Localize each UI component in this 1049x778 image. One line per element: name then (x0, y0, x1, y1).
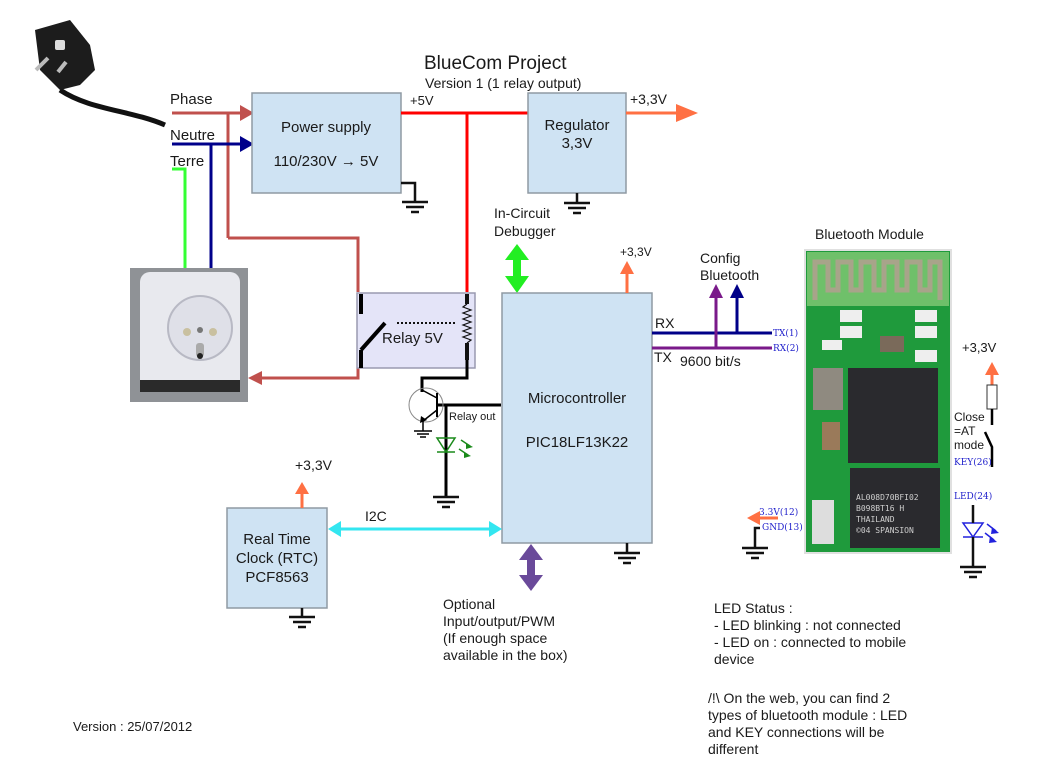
label-neutre: Neutre (170, 127, 215, 144)
psu-ground-icon (401, 181, 428, 214)
rtc-label-3: PCF8563 (245, 569, 308, 586)
5v-rail (401, 111, 528, 292)
relay-name: Relay 5V (382, 330, 443, 347)
debugger-double-arrow-icon (505, 244, 529, 293)
rtc-ground-icon (289, 608, 315, 629)
optional-io-line-4: available in the box) (443, 647, 568, 663)
led-status-line-1: LED Status : (714, 600, 793, 616)
i2c-arrow-right-icon (489, 521, 502, 537)
bt-pin-led: LED(24) (954, 491, 992, 502)
at-mode-switch-icon (983, 409, 994, 467)
bt-led-ground-icon (960, 505, 986, 579)
i2c-label: I2C (365, 508, 387, 524)
label-regulator-out: +3,3V (630, 91, 668, 107)
led-ray-arrow-icon (466, 443, 473, 449)
diagram-subtitle: Version 1 (1 relay output) (425, 75, 581, 91)
rtc-label-1: Real Time (243, 531, 311, 548)
optional-io-line-1: Optional (443, 596, 495, 612)
mcu-vcc-arrow-icon (620, 261, 634, 274)
rtc-block (226, 507, 328, 609)
led-ray-arrow-icon (991, 527, 999, 534)
bt-pin-tx: TX(1) (773, 328, 798, 339)
diagram-title: BlueCom Project (424, 53, 567, 74)
bt-ground-icon (742, 526, 768, 560)
neutre-arrow-icon (240, 136, 254, 152)
bt-3v3-arrow-icon (747, 511, 760, 525)
regulator-spec: 3,3V (562, 135, 593, 152)
bt-pin-rx: RX(2) (773, 343, 799, 354)
microcontroller-name: Microcontroller (528, 390, 626, 407)
bt-pin-key: KEY(26) (954, 457, 992, 468)
debugger-label-1: In-Circuit (494, 205, 550, 221)
version-date: Version : 25/07/2012 (73, 719, 192, 734)
terre-wire (172, 167, 187, 275)
relay-coil-icon (461, 294, 473, 360)
wall-socket-image (130, 268, 248, 402)
rtc-vcc-arrow-icon (295, 482, 309, 494)
warning-line-4: different (708, 741, 758, 757)
debugger-label-2: Debugger (494, 223, 556, 239)
switch-label-3: mode (954, 438, 984, 452)
switch-label-2: =AT (954, 424, 976, 438)
label-terre: Terre (170, 153, 204, 170)
relay-drive-wire (420, 360, 501, 497)
optional-io-double-arrow-icon (519, 544, 543, 591)
neutre-wire (172, 142, 242, 275)
optional-io-line-3: (If enough space (443, 630, 548, 646)
transistor-icon (408, 387, 444, 438)
chip-text-4: ©04 SPANSION (856, 526, 914, 535)
label-5v: +5V (410, 93, 434, 108)
3v3-output-arrow-icon (676, 104, 698, 122)
warning-line-3: and KEY connections will be (708, 724, 885, 740)
led-status-line-2: - LED blinking : not connected (714, 617, 901, 633)
relay-out-label: Relay out (449, 411, 495, 423)
mcu-vcc-label: +3,3V (620, 245, 652, 259)
pullup-resistor-icon (986, 384, 998, 410)
rtc-label-2: Clock (RTC) (236, 550, 318, 567)
phase-arrow-icon (240, 105, 254, 121)
relay-switch-icon (359, 294, 387, 368)
mcu-ground-icon (614, 543, 640, 565)
bt-pin-3v3: 3.3V(12) (759, 507, 798, 518)
chip-text-2: B098BT16 H (856, 504, 904, 513)
config-tx-arrow-icon (709, 284, 723, 298)
chip-text-1: AL008D70BFI02 (856, 493, 919, 502)
key-vcc-label: +3,3V (962, 340, 997, 355)
rtc-vcc-label: +3,3V (295, 457, 333, 473)
switch-label-1: Close (954, 410, 985, 424)
power-plug-image (34, 20, 166, 128)
warning-line-1: /!\ On the web, you can find 2 (708, 690, 890, 706)
relay-led-ground-icon (433, 495, 459, 509)
regulator-ground-icon (564, 193, 590, 215)
led-status-line-3: - LED on : connected to mobile (714, 634, 906, 650)
led-status-line-4: device (714, 651, 755, 667)
microcontroller-part: PIC18LF13K22 (526, 434, 629, 451)
power-supply-name: Power supply (281, 119, 372, 136)
bt-pin-gnd: GND(13) (762, 522, 803, 533)
led-ray-arrow-icon (989, 536, 997, 543)
config-bluetooth-label-1: Config (700, 250, 740, 266)
bluetooth-module-image (804, 249, 952, 554)
key-vcc-arrow-icon (985, 362, 999, 375)
relay-led-icon (435, 437, 471, 456)
optional-io-line-2: Input/output/PWM (443, 613, 555, 629)
power-supply-spec: 110/230V → 5V (274, 153, 379, 170)
power-supply-block (251, 92, 402, 194)
label-phase: Phase (170, 91, 213, 108)
bluetooth-module-title: Bluetooth Module (815, 226, 924, 242)
i2c-arrow-left-icon (328, 521, 341, 537)
mcu-tx-label: TX (654, 349, 673, 365)
baud-rate-label: 9600 bit/s (680, 353, 741, 369)
config-rx-arrow-icon (730, 284, 744, 298)
warning-line-2: types of bluetooth module : LED (708, 707, 907, 723)
mcu-rx-label: RX (655, 315, 675, 331)
microcontroller-block (501, 292, 653, 544)
chip-text-3: THAILAND (856, 515, 895, 524)
socket-phase-arrow-icon (248, 371, 262, 385)
config-bluetooth-label-2: Bluetooth (700, 267, 759, 283)
regulator-name: Regulator (544, 117, 609, 134)
led-ray-arrow-icon (464, 452, 471, 458)
